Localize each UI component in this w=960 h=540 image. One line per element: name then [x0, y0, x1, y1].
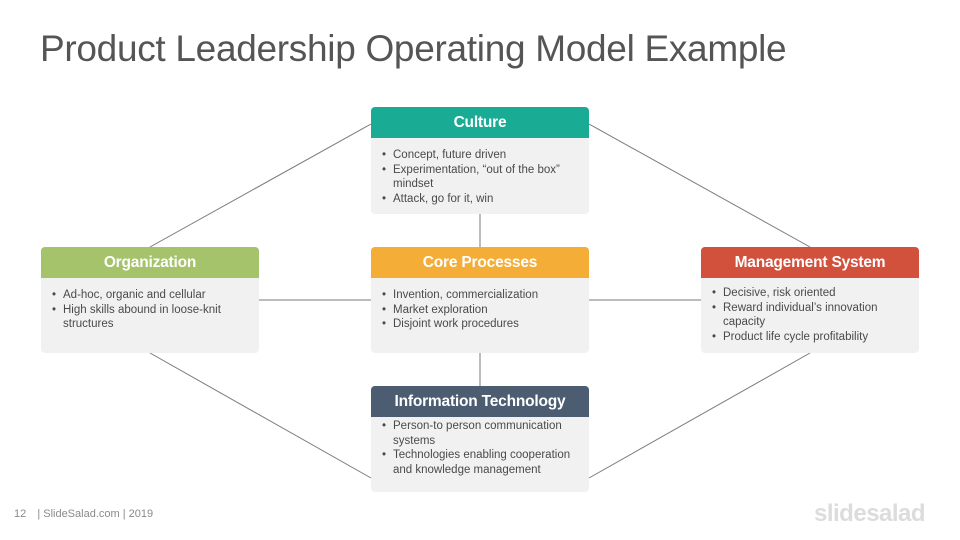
culture-card-list: Concept, future driven Experimentation, … [371, 138, 589, 206]
management-system-card: Management System Decisive, risk oriente… [701, 247, 919, 353]
core-processes-card-title: Core Processes [371, 247, 589, 278]
information-technology-card-list: Person-to person communication systems T… [371, 417, 589, 477]
list-item: Product life cycle profitability [712, 330, 907, 345]
organization-card-title: Organization [41, 247, 259, 278]
footer-credit: | SlideSalad.com | 2019 [37, 508, 154, 520]
list-item: Ad-hoc, organic and cellular [52, 288, 247, 303]
list-item: Disjoint work procedures [382, 317, 577, 332]
slide-footer: 12 | SlideSalad.com | 2019 [14, 508, 153, 520]
list-item: Market exploration [382, 303, 577, 318]
list-item: Invention, commercialization [382, 288, 577, 303]
list-item: Decisive, risk oriented [712, 286, 907, 301]
connector-culture-org [149, 123, 372, 248]
list-item: Concept, future driven [382, 148, 577, 163]
page-number: 12 [14, 508, 27, 520]
organization-card: Organization Ad-hoc, organic and cellula… [41, 247, 259, 353]
organization-card-list: Ad-hoc, organic and cellular High skills… [41, 278, 259, 332]
core-processes-card-list: Invention, commercialization Market expl… [371, 278, 589, 332]
list-item: Attack, go for it, win [382, 192, 577, 207]
connector-culture-mgmt [588, 123, 811, 248]
management-system-card-title: Management System [701, 247, 919, 278]
management-system-card-list: Decisive, risk oriented Reward individua… [701, 278, 919, 344]
list-item: Person-to person communication systems [382, 419, 577, 448]
list-item: Reward individual’s innovation capacity [712, 301, 907, 330]
list-item: Experimentation, “out of the box” mindse… [382, 163, 577, 192]
list-item: Technologies enabling cooperation and kn… [382, 448, 577, 477]
slide-title: Product Leadership Operating Model Examp… [40, 28, 787, 69]
slidesalad-logo: slidesalad [814, 500, 926, 527]
information-technology-card: Information Technology Person-to person … [371, 386, 589, 492]
connector-mgmt-it [588, 352, 811, 479]
information-technology-card-title: Information Technology [371, 386, 589, 417]
culture-card: Culture Concept, future driven Experimen… [371, 107, 589, 214]
list-item: High skills abound in loose-knit structu… [52, 303, 247, 332]
connector-org-it [149, 352, 372, 479]
culture-card-title: Culture [371, 107, 589, 138]
core-processes-card: Core Processes Invention, commercializat… [371, 247, 589, 353]
